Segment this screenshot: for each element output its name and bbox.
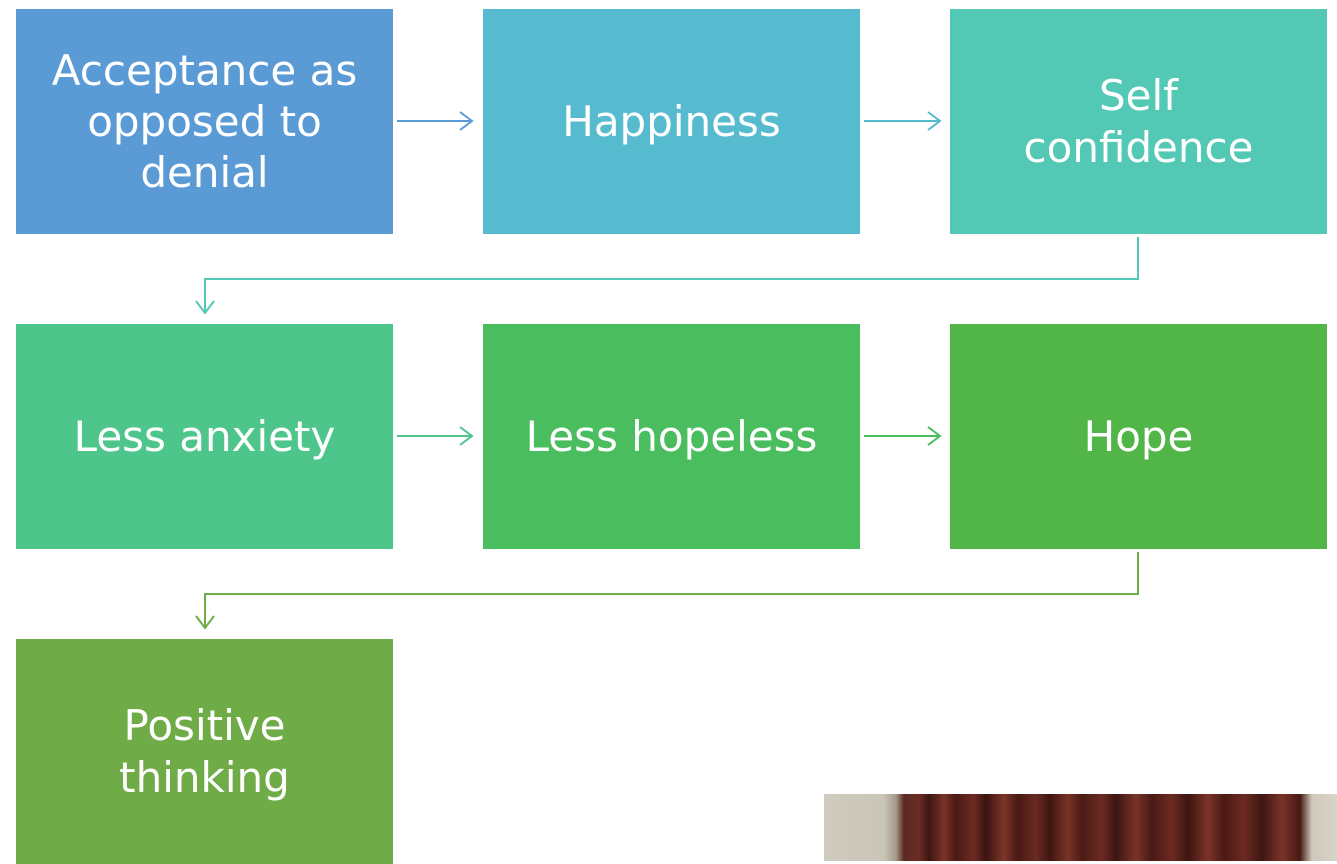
node-acceptance: Acceptance as opposed to denial [16, 9, 393, 234]
node-self-confidence-line-1: Self [1099, 71, 1178, 121]
arrow-happiness-to-self-confidence [864, 111, 942, 131]
node-less-hopeless: Less hopeless [483, 324, 860, 549]
node-happiness: Happiness [483, 9, 860, 234]
node-acceptance-line-2: opposed to [87, 96, 322, 146]
node-hope-label: Hope [1083, 411, 1194, 461]
arrow-less-anxiety-to-less-hopeless [397, 426, 474, 446]
arrow-acceptance-to-happiness [397, 111, 474, 131]
arrow-less-hopeless-to-hope [864, 426, 942, 446]
node-acceptance-line-3: denial [140, 148, 269, 198]
node-positive-thinking-line-1: Positive [123, 701, 286, 751]
curtain-photo [824, 794, 1337, 861]
node-self-confidence: Self confidence [950, 9, 1327, 234]
arrow-hope-to-positive-thinking [195, 552, 1139, 630]
node-less-hopeless-label: Less hopeless [525, 411, 818, 461]
arrow-self-confidence-to-less-anxiety [195, 237, 1139, 315]
node-positive-thinking: Positive thinking [16, 639, 393, 864]
node-less-anxiety: Less anxiety [16, 324, 393, 549]
node-positive-thinking-line-2: thinking [119, 752, 290, 802]
node-less-anxiety-label: Less anxiety [73, 411, 336, 461]
node-self-confidence-line-2: confidence [1023, 122, 1254, 172]
node-happiness-label: Happiness [562, 96, 781, 146]
node-hope: Hope [950, 324, 1327, 549]
node-acceptance-line-1: Acceptance as [51, 45, 358, 95]
